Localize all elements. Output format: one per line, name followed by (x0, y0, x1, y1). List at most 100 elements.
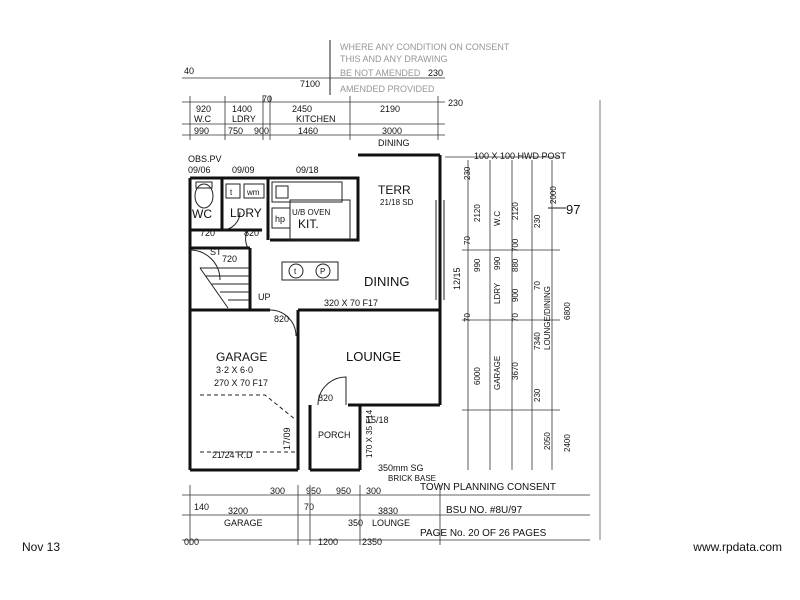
dim-750: 750 (228, 126, 243, 136)
dim-top-40: 40 (184, 66, 194, 76)
dim-3000: 3000 (382, 126, 402, 136)
tub-icon (225, 183, 241, 199)
stamp-text-1: WHERE ANY CONDITION ON CONSENT (340, 42, 510, 52)
beam-garage: 270 X 70 F17 (214, 378, 268, 388)
dim-b-3200: 3200 (228, 506, 248, 516)
dim-r-880: 880 (511, 258, 520, 272)
door-720a: 720 (200, 228, 215, 238)
room-lounge: LOUNGE (346, 349, 401, 364)
dim-r-70b: 70 (463, 313, 472, 322)
svg-text:hp: hp (275, 214, 285, 224)
dim-990: 990 (194, 126, 209, 136)
garage-size: 3·2 X 6·0 (216, 365, 253, 375)
room-ub-oven: U/B OVEN (292, 208, 330, 217)
label-wc-top: W.C (194, 114, 211, 124)
kitchen-bench (271, 181, 343, 203)
dim-r-2000: 2000 (549, 186, 558, 204)
beam-labels: 320 X 70 F17 270 X 70 F17 21/24 R.D 720 … (200, 228, 462, 460)
dim-b-000: 000 (184, 537, 199, 547)
footer-date: Nov 13 (22, 540, 61, 554)
room-terr: TERR (378, 183, 411, 197)
window-labels-top: OBS.PV 09/06 09/09 09/18 (188, 154, 319, 175)
obs-pv-label: OBS.PV (188, 154, 222, 164)
dim-r-lounge-dining: LOUNGE/DINING (543, 286, 552, 350)
dim-b-1200: 1200 (318, 537, 338, 547)
dim-1400: 1400 (232, 104, 252, 114)
svg-text:P: P (320, 267, 325, 276)
top-dimensions: 40 7100 230 920 1400 70 2450 2190 230 W.… (182, 66, 567, 161)
dim-70: 70 (262, 94, 272, 104)
walls (188, 153, 442, 472)
room-kit: KIT. (298, 217, 319, 231)
svg-text:t: t (230, 188, 233, 197)
garage-slope-lines (200, 394, 297, 453)
room-garage: GARAGE (216, 350, 267, 364)
bsu-stamp: BSU NO. #8U/97 (446, 505, 523, 516)
dim-900: 900 (254, 126, 269, 136)
dim-2450: 2450 (292, 104, 312, 114)
dim-920: 920 (196, 104, 211, 114)
window-0918: 09/18 (296, 165, 319, 175)
stair-up-label: UP (258, 292, 271, 302)
room-wc: WC (192, 207, 212, 221)
dim-r-990b: 990 (493, 256, 502, 270)
beam-dining: 320 X 70 F17 (324, 298, 378, 308)
dim-b-140: 140 (194, 502, 209, 512)
window-1709: 17/09 (282, 427, 292, 450)
dim-b-950a: 950 (306, 486, 321, 496)
post-note: 100 X 100 HWD POST (474, 151, 567, 161)
room-dining: DINING (364, 274, 410, 289)
oven-unit (289, 199, 351, 241)
dim-230b: 230 (448, 98, 463, 108)
dim-b-3830: 3830 (378, 506, 398, 516)
room-labels: WC LDRY U/B OVEN KIT. TERR 21/18 SD DINI… (192, 183, 414, 440)
dim-r-700: 700 (511, 238, 520, 252)
label-dining-top: DINING (378, 138, 410, 148)
dim-r-garage: GARAGE (493, 356, 502, 390)
dim-b-350: 350 (348, 518, 363, 528)
dim-r-70d: 70 (533, 281, 542, 290)
label-ldry-top: LDRY (232, 114, 256, 124)
dim-b-300a: 300 (270, 486, 285, 496)
stamp-text-4: AMENDED PROVIDED (340, 84, 435, 94)
town-planning-stamp: TOWN PLANNING CONSENT (420, 482, 556, 493)
dim-r-990: 990 (473, 258, 482, 272)
window-1215: 12/15 (452, 267, 462, 290)
terrace-window (435, 200, 445, 300)
dim-b-garage: GARAGE (224, 518, 263, 528)
dim-r-2400: 2400 (563, 434, 572, 452)
dim-r-900: 900 (511, 288, 520, 302)
dim-r-2120: 2120 (473, 204, 482, 222)
dim-b-950b: 950 (336, 486, 351, 496)
room-terr-size: 21/18 SD (380, 198, 414, 207)
dim-r-2120b: 2120 (511, 202, 520, 220)
dim-r-230: 230 (463, 166, 472, 180)
room-ldry: LDRY (230, 206, 262, 220)
consent-stamp-top: WHERE ANY CONDITION ON CONSENT THIS AND … (340, 42, 510, 94)
door-720b: 720 (222, 254, 237, 264)
dim-r-6800: 6800 (563, 302, 572, 320)
washer-icon (243, 183, 265, 199)
bottom-ticks (189, 485, 441, 545)
stamp-97: 97 (566, 202, 580, 217)
right-dimensions: 230 2120 70 990 70 6000 W.C 990 LDRY GAR… (462, 160, 580, 470)
dim-r-230d: 230 (533, 388, 542, 402)
dim-r-70: 70 (463, 236, 472, 245)
room-porch: PORCH (318, 430, 351, 440)
bottom-dimensions: 350mm SG BRICK BASE TOWN PLANNING CONSEN… (182, 463, 590, 547)
dim-b-2350: 2350 (362, 537, 382, 547)
door-swings (189, 211, 347, 406)
garage-rd: 21/24 R.D (212, 450, 253, 460)
porch-beam: 170 X 35 F14 (365, 409, 374, 458)
dim-r-230c: 230 (533, 214, 542, 228)
label-kitchen-top: KITCHEN (296, 114, 336, 124)
page-stamp: PAGE No. 20 OF 26 PAGES (420, 528, 547, 539)
stamp-text-3: BE NOT AMENDED (340, 68, 421, 78)
dim-r-2050: 2050 (543, 432, 552, 450)
dim-r-3670: 3670 (511, 362, 520, 380)
dim-top-230: 230 (428, 68, 443, 78)
dim-b-300b: 300 (366, 486, 381, 496)
dim-b-70: 70 (304, 502, 314, 512)
dim-r-wc: W.C (493, 211, 502, 226)
